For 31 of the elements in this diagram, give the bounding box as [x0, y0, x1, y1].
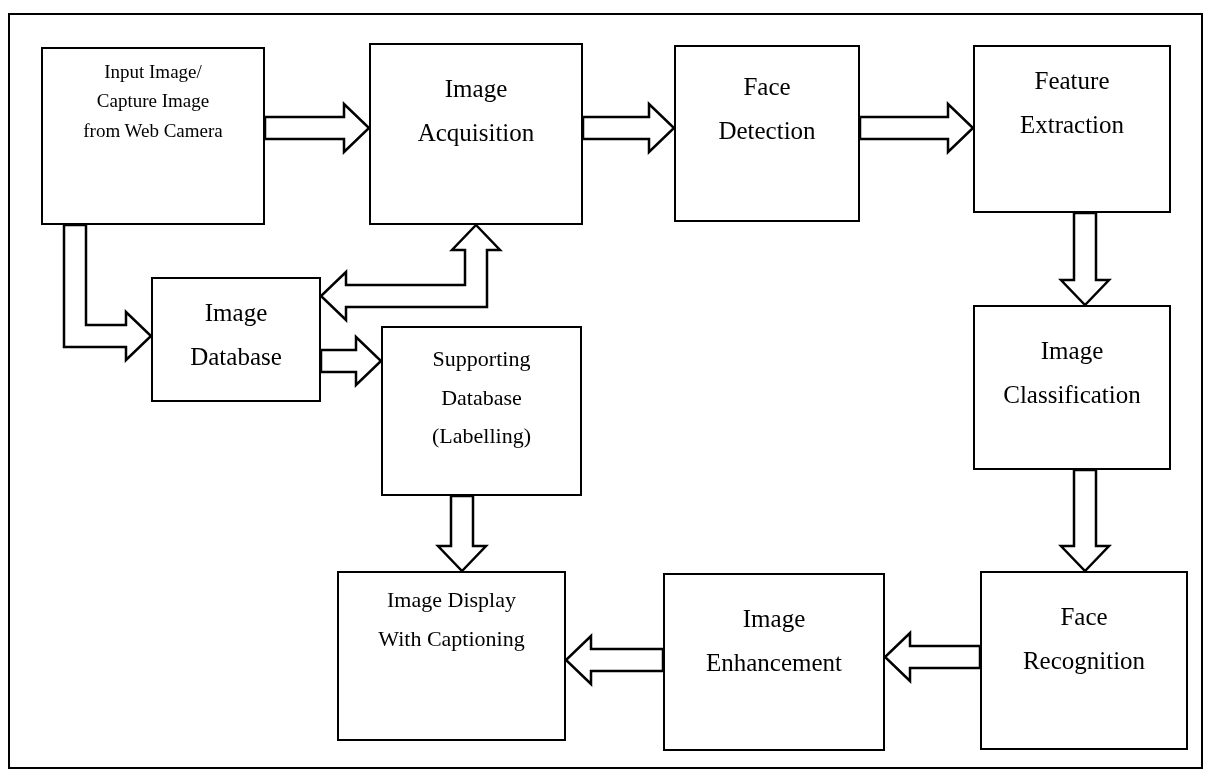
process-box: [337, 571, 566, 741]
box-label: Supporting Database (Labelling): [431, 345, 532, 450]
process-box: [973, 45, 1171, 213]
process-box: [151, 277, 321, 402]
block-arrow: [581, 101, 676, 155]
process-box: [973, 305, 1171, 470]
box-label: Image Classification: [1002, 336, 1142, 410]
box-label: Image Display With Captioning: [377, 586, 526, 653]
block-arrow: [435, 494, 489, 573]
box-label: Image Enhancement: [704, 604, 844, 678]
box-label: Face Recognition: [1021, 602, 1147, 676]
process-box: [41, 47, 265, 225]
block-arrow: [858, 101, 975, 155]
block-arrow: [263, 101, 371, 155]
process-box: [980, 571, 1188, 750]
block-arrow: [883, 630, 982, 684]
box-label: Image Acquisition: [416, 74, 536, 148]
process-box: [369, 43, 583, 225]
block-arrow: [564, 633, 665, 687]
block-arrow: [1058, 211, 1112, 307]
block-arrow: [1058, 468, 1112, 573]
box-label: Face Detection: [717, 72, 817, 146]
process-box: [663, 573, 885, 751]
box-label: Input Image/ Capture Image from Web Camera: [82, 60, 224, 143]
block-arrow: [62, 223, 153, 363]
process-box: [674, 45, 860, 222]
box-label: Image Database: [189, 298, 283, 372]
block-arrow: [319, 223, 503, 323]
block-arrow: [319, 334, 383, 388]
process-box: [381, 326, 582, 496]
box-label: Feature Extraction: [1018, 66, 1126, 140]
